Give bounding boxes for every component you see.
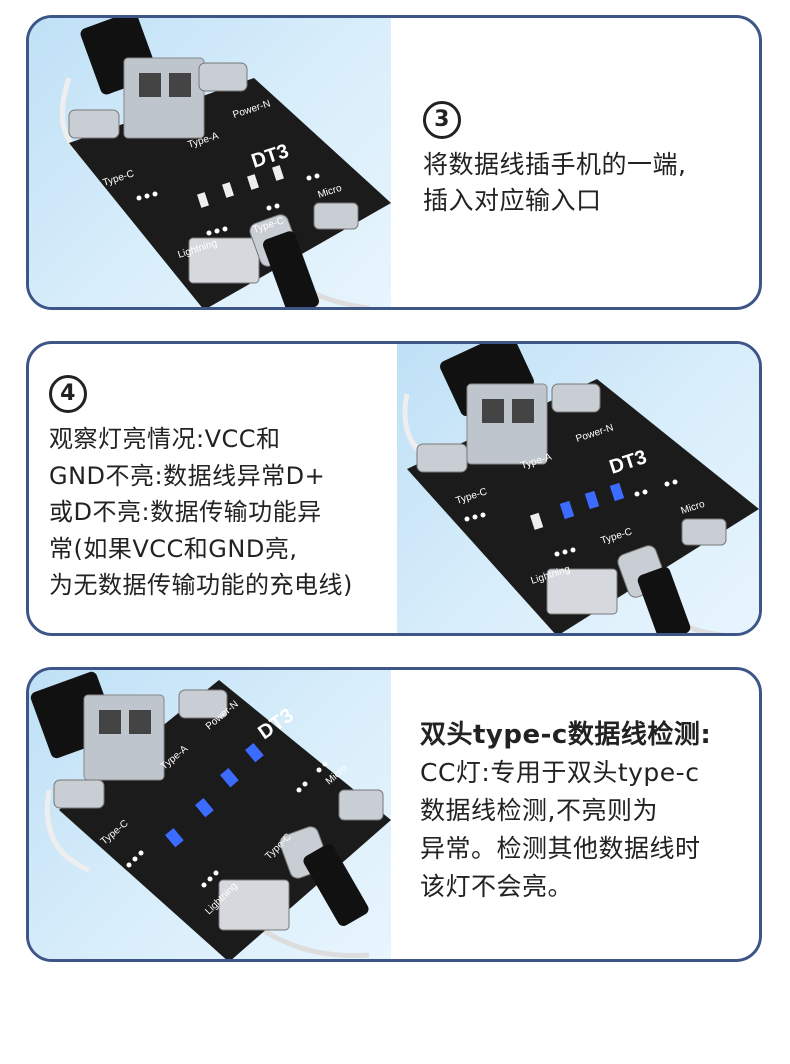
step-3-card: DT3 Type-C Type-A Power-N Lightning Type… [26, 15, 762, 310]
type-c-dual-text: 双头type-c数据线检测: CC灯:专用于双头type-c 数据线检测,不亮则… [420, 716, 755, 906]
micro-port [681, 518, 727, 546]
led-indicators [165, 743, 264, 848]
step-number: 4 [49, 375, 87, 413]
text-line: 为无数据传输功能的充电线) [49, 571, 353, 599]
usb-a-port [466, 383, 548, 465]
tester-board-photo: DT3 Type-C Type-A Power-N Lightning Type… [397, 344, 759, 633]
tester-board-illustration: DT3 Type-C Type-A Power-N Lightning Type… [30, 671, 391, 959]
micro-port [313, 202, 359, 230]
step-number: 3 [423, 101, 461, 139]
text-line: 将数据线插手机的一端, [423, 150, 687, 179]
type-c-port-left [416, 443, 468, 473]
type-c-port-left [53, 779, 105, 809]
text-line: 数据线检测,不亮则为 [420, 796, 658, 825]
lightning-port [546, 568, 618, 615]
text-line: CC灯:专用于双头type-c [420, 758, 700, 787]
type-c-port-top [178, 689, 228, 719]
text-line: 插入对应输入口 [423, 186, 602, 215]
text-line: 观察灯亮情况:VCC和 [49, 425, 281, 453]
usb-a-port [83, 694, 165, 781]
text-line: 或D不亮:数据传输功能异 [49, 498, 322, 526]
lightning-port [218, 879, 290, 931]
tester-board-illustration: DT3 Type-C Type-A Power-N Lightning Type… [59, 18, 391, 307]
pin-dots [136, 173, 320, 236]
section-title: 双头type-c数据线检测: [420, 720, 712, 750]
micro-port [338, 789, 384, 821]
step-3-text: 3 将数据线插手机的一端, 插入对应输入口 [423, 100, 743, 219]
type-c-port-top [551, 383, 601, 413]
type-c-port-top [198, 62, 248, 92]
cable-plug-bottom [263, 231, 319, 307]
text-line: 异常。检测其他数据线时 [420, 834, 701, 863]
type-c-dual-card: DT3 Type-C Type-A Power-N Lightning Type… [26, 667, 762, 962]
pin-dots [126, 761, 328, 888]
tester-board-illustration: DT3 Type-C Type-A Power-N Lightning Type… [402, 344, 759, 633]
usb-a-port [123, 57, 205, 139]
pin-dots [464, 479, 678, 557]
text-line: 常(如果VCC和GND亮, [49, 534, 298, 563]
led-indicators [530, 482, 625, 530]
step-4-text: 4 观察灯亮情况:VCC和 GND不亮:数据线异常D+ 或D不亮:数据传输功能异… [49, 374, 404, 604]
tester-board-photo: DT3 Type-C Type-A Power-N Lightning Type… [29, 670, 391, 959]
lightning-port [188, 237, 260, 284]
type-c-port-left [68, 109, 120, 139]
led-indicators [197, 165, 284, 208]
step-4-card: 4 观察灯亮情况:VCC和 GND不亮:数据线异常D+ 或D不亮:数据传输功能异… [26, 341, 762, 636]
text-line: GND不亮:数据线异常D+ [49, 461, 326, 490]
tester-board-photo: DT3 Type-C Type-A Power-N Lightning Type… [29, 18, 391, 307]
text-line: 该灯不会亮。 [420, 872, 574, 901]
